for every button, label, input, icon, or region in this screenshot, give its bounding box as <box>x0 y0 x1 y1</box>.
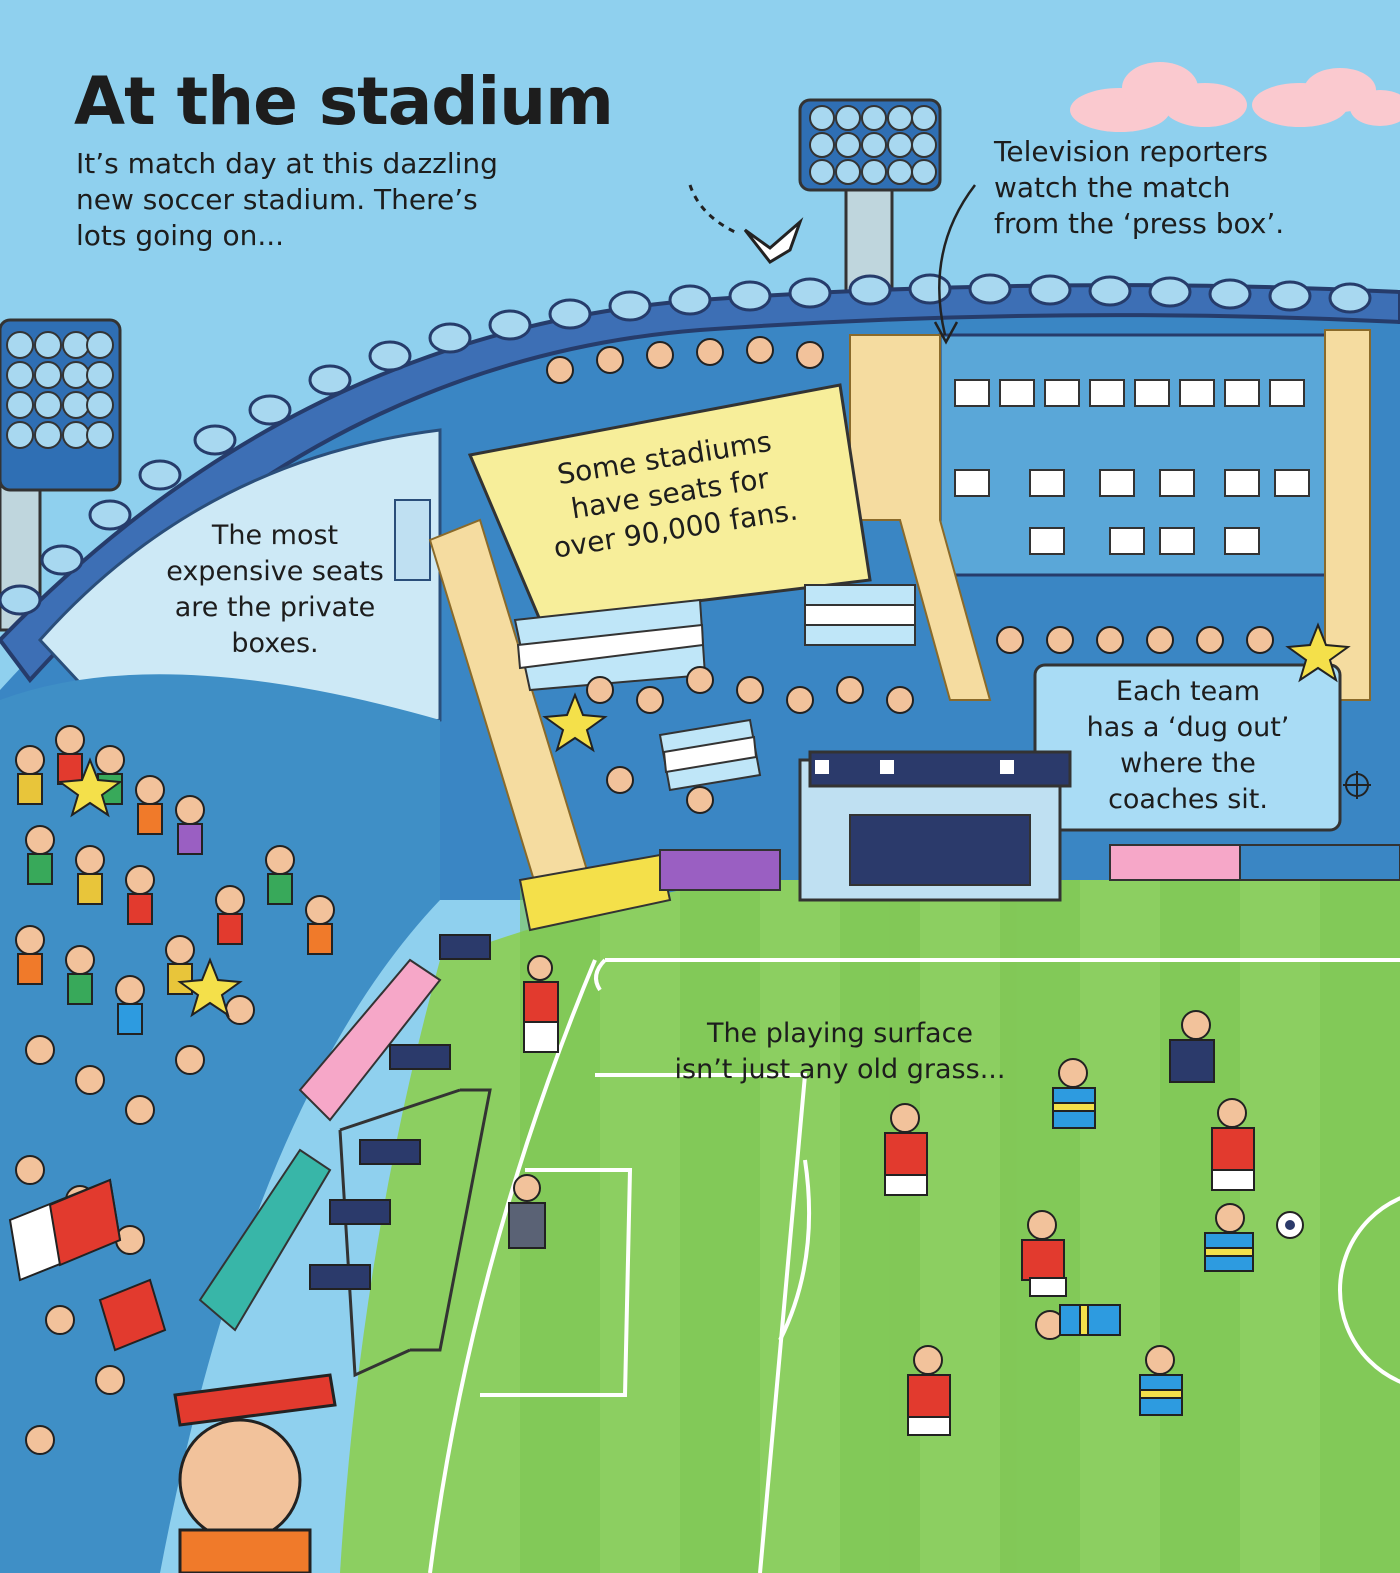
intro-line: It’s match day at this dazzling <box>76 147 498 180</box>
crosshair-icon <box>1343 771 1371 799</box>
page-intro: It’s match day at this dazzling new socc… <box>76 146 576 254</box>
crowd-middle <box>546 336 1274 814</box>
stairs <box>428 329 1371 902</box>
caption-line: coaches sit. <box>1108 784 1268 815</box>
referee <box>1169 1010 1215 1083</box>
camera-icon <box>309 934 491 1290</box>
press-box <box>938 333 1342 577</box>
player-away <box>1035 1058 1254 1416</box>
crowd-left <box>0 674 440 1573</box>
intro-line: lots going on... <box>76 219 285 252</box>
press-box-caption: Television reporters watch the match fro… <box>994 134 1324 242</box>
dugout-caption-panel <box>1033 663 1342 832</box>
caption-line: has a ‘dug out’ <box>1086 712 1290 743</box>
page-title: At the stadium <box>74 63 614 140</box>
caption-line: are the private <box>174 592 376 623</box>
advertising-boards <box>198 844 1400 1332</box>
goalkeeper <box>508 1174 546 1249</box>
flag-icon <box>8 1178 167 1352</box>
caption-line: expensive seats <box>166 556 384 587</box>
caption-line: The most <box>211 520 339 551</box>
caption-line: from the ‘press box’. <box>994 207 1285 240</box>
caption-line: The playing surface <box>706 1018 974 1049</box>
caption-line: Television reporters <box>994 135 1268 168</box>
cloud-icon <box>1070 62 1400 132</box>
caption-line: isn’t just any old grass... <box>674 1054 1006 1085</box>
caption-line: Each team <box>1115 676 1261 707</box>
private-boxes-caption: The most expensive seats are the private… <box>150 518 400 662</box>
dug-out-caption: Each team has a ‘dug out’ where the coac… <box>1040 674 1336 818</box>
player-home <box>523 955 1255 1436</box>
caption-line: where the <box>1120 748 1256 779</box>
seagull-icon <box>688 184 804 264</box>
intro-line: new soccer stadium. There’s <box>76 183 478 216</box>
caption-line: boxes. <box>231 628 319 659</box>
fans-banner <box>467 383 872 622</box>
flag-icon <box>513 584 916 792</box>
playing-surface-caption: The playing surface isn’t just any old g… <box>640 1016 1040 1088</box>
pitch-markings <box>428 958 1400 1573</box>
soccer-ball-icon <box>1276 1211 1304 1239</box>
star-icon <box>57 622 1351 1018</box>
floodlight-icon <box>798 98 942 297</box>
dug-out <box>798 750 1072 902</box>
press-box-arrow <box>938 184 976 336</box>
caption-line: watch the match <box>994 171 1231 204</box>
roof-lights <box>0 273 1372 616</box>
